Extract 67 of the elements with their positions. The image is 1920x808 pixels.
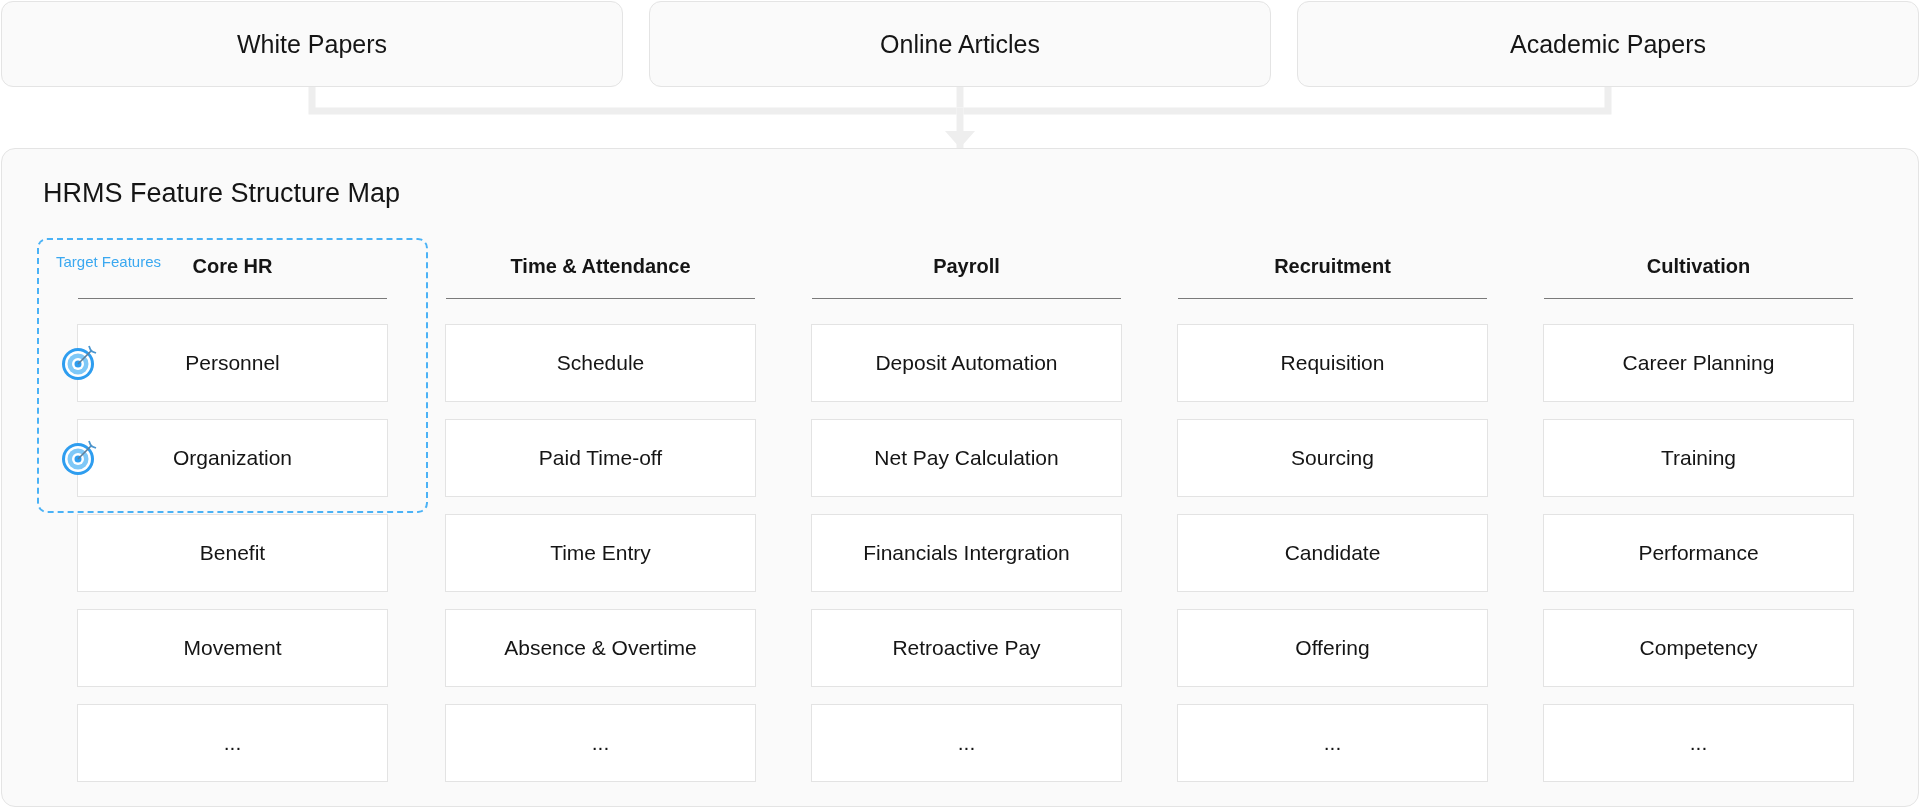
feature-name: Schedule: [556, 350, 645, 376]
feature-box: [445, 609, 756, 687]
feature-name: Financials Intergration: [863, 540, 1070, 566]
feature-name: Net Pay Calculation: [874, 445, 1059, 471]
feature-box: [77, 609, 388, 687]
feature-name: Time Entry: [550, 540, 651, 566]
source-title: Academic Papers: [1510, 29, 1706, 59]
column-heading: Core HR: [192, 254, 273, 278]
feature-box: [811, 704, 1122, 782]
feature-box: [445, 324, 756, 402]
connector-line: [956, 87, 964, 108]
feature-name: Personnel: [185, 350, 280, 376]
feature-name: Organization: [172, 445, 293, 471]
feature-name: Paid Time-off: [538, 445, 663, 471]
connector-line: [963, 87, 1612, 115]
group-label: Target Features: [56, 253, 162, 271]
connector-line: [308, 87, 957, 115]
feature-name: ...: [1323, 730, 1342, 756]
feature-box: [1177, 514, 1488, 592]
feature-name: Benefit: [199, 540, 266, 566]
feature-name: Movement: [183, 635, 282, 661]
feature-name: Career Planning: [1622, 350, 1775, 376]
connector-arrow: [945, 107, 975, 148]
feature-box: [1543, 609, 1854, 687]
source-box: [1, 1, 623, 87]
feature-name: Requisition: [1280, 350, 1385, 376]
feature-name: Absence & Overtime: [504, 635, 697, 661]
feature-box: [811, 514, 1122, 592]
feature-box: [1177, 419, 1488, 497]
feature-name: Performance: [1638, 540, 1759, 566]
feature-box: [1543, 704, 1854, 782]
feature-box: [445, 419, 756, 497]
feature-name: Offering: [1295, 635, 1370, 661]
feature-name: ...: [223, 730, 242, 756]
feature-box: [77, 704, 388, 782]
feature-name: ...: [957, 730, 976, 756]
feature-box: [1177, 324, 1488, 402]
source-title: Online Articles: [880, 29, 1040, 59]
feature-box: [1543, 324, 1854, 402]
feature-name: Competency: [1639, 635, 1758, 661]
source-title: White Papers: [236, 29, 388, 59]
feature-name: ...: [591, 730, 610, 756]
column-heading: Cultivation: [1646, 254, 1751, 278]
map-panel: [1, 148, 1919, 807]
source-box: [1297, 1, 1919, 87]
feature-box: [1543, 419, 1854, 497]
column-heading: Payroll: [933, 254, 1000, 278]
panel-title: HRMS Feature Structure Map: [43, 177, 401, 210]
dashed-group-frame: [37, 238, 428, 513]
feature-box: [811, 609, 1122, 687]
feature-box: [811, 419, 1122, 497]
feature-name: Deposit Automation: [875, 350, 1058, 376]
feature-name: Training: [1660, 445, 1737, 471]
feature-box: [77, 514, 388, 592]
feature-box: [445, 514, 756, 592]
feature-box: [445, 704, 756, 782]
feature-name: ...: [1689, 730, 1708, 756]
feature-name: Retroactive Pay: [892, 635, 1041, 661]
feature-box: [1177, 609, 1488, 687]
feature-box: [1177, 704, 1488, 782]
feature-name: Sourcing: [1291, 445, 1374, 471]
source-box: [649, 1, 1271, 87]
feature-box: [811, 324, 1122, 402]
column-heading: Recruitment: [1274, 254, 1391, 278]
feature-box: [1543, 514, 1854, 592]
feature-name: Candidate: [1284, 540, 1381, 566]
column-heading: Time & Attendance: [510, 254, 691, 278]
